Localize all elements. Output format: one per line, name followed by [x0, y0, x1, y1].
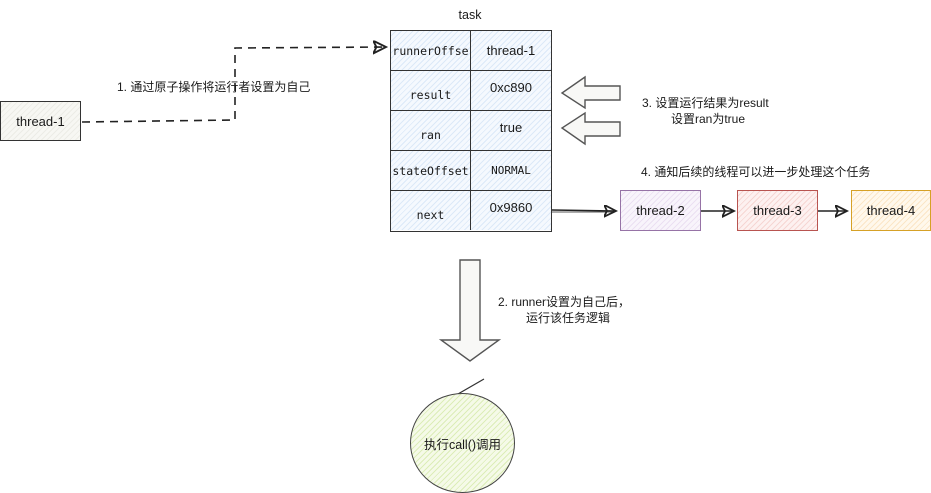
thread-3-node[interactable]: thread-3	[737, 190, 818, 231]
left-arrow-result	[560, 75, 621, 110]
thread-4-node[interactable]: thread-4	[851, 190, 931, 231]
task-row-result: result 0xc890	[391, 71, 551, 111]
task-value: true	[471, 111, 551, 150]
task-title: task	[458, 8, 482, 22]
task-row-next: next 0x9860	[391, 191, 551, 230]
task-row-ran: ran true	[391, 111, 551, 151]
task-table: runnerOffse thread-1 result 0xc890 ran t…	[390, 30, 552, 232]
task-value: NORMAL	[471, 151, 551, 190]
task-key: ran	[391, 111, 471, 150]
task-key: stateOffset	[391, 151, 471, 190]
step3-annotation-line2: 设置ran为true	[671, 112, 746, 126]
step1-annotation: 1. 通过原子操作将运行者设置为自己	[117, 80, 311, 94]
thread-2-node[interactable]: thread-2	[620, 190, 701, 231]
step2-annotation-line1: 2. runner设置为自己后，	[498, 295, 631, 309]
task-value: 0x9860	[471, 191, 551, 230]
connector-next-to-thread2	[551, 210, 616, 211]
task-value: thread-1	[471, 31, 551, 70]
call-node[interactable]: 执行call()调用	[410, 393, 515, 493]
task-key: result	[391, 71, 471, 110]
down-arrow-execute	[438, 259, 502, 362]
left-arrow-ran	[560, 111, 621, 146]
task-key: next	[391, 191, 471, 230]
thread-1-node[interactable]: thread-1	[0, 101, 81, 141]
step4-annotation: 4. 通知后续的线程可以进一步处理这个任务	[641, 165, 871, 179]
task-row-stateOffset: stateOffset NORMAL	[391, 151, 551, 191]
task-value: 0xc890	[471, 71, 551, 110]
task-key: runnerOffse	[391, 31, 471, 70]
dashed-connector-thread1-to-task	[81, 47, 386, 123]
task-row-runnerOffset: runnerOffse thread-1	[391, 31, 551, 71]
step3-annotation-line1: 3. 设置运行结果为result	[642, 96, 769, 110]
step2-annotation-line2: 运行该任务逻辑	[526, 311, 611, 325]
